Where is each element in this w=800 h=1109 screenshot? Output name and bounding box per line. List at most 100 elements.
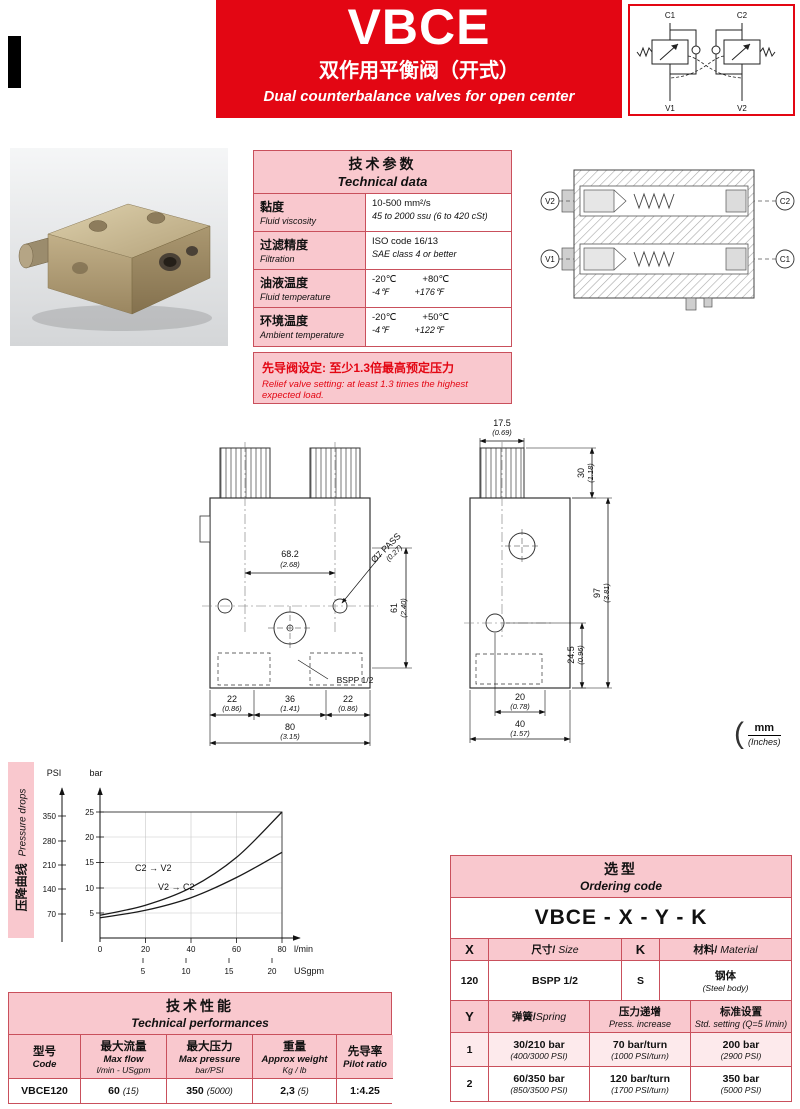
svg-text:10: 10 <box>85 884 94 893</box>
cell-spring2-press: 120 bar/turn (1700 PSI/turn) <box>590 1067 691 1101</box>
circuit-lines <box>636 23 776 101</box>
performances-title: 技术性能 Technical performances <box>8 992 392 1034</box>
ordering-title: 选型 Ordering code <box>451 856 791 898</box>
cell-k-s: S <box>622 961 660 1001</box>
cell-spring2-std: 350 bar (5000 PSI) <box>720 1073 762 1095</box>
svg-text:20: 20 <box>85 833 94 842</box>
circuit-port-c1: C1 <box>665 11 676 20</box>
header-size: 尺寸/ Size <box>489 939 622 961</box>
psi-axis-label: PSI <box>47 768 62 778</box>
value-line1: -20℃ +80℃ <box>372 274 505 285</box>
row-value: -20℃ +50℃ -4℉ +122℉ <box>366 308 511 346</box>
section-port-v2: V2 <box>545 197 555 206</box>
bar-axis-label: bar <box>89 768 102 778</box>
series-label-v2-c2: V2 → C2 <box>158 882 195 892</box>
performances-table: 型号 Code 最大流量 Max flow l/min - USgpm 最大压力… <box>8 1034 393 1104</box>
ordering-title-cn: 选型 <box>604 861 638 877</box>
dimensional-drawings-svg: 68.2 (2.68) Ø7 PASS (0.27) 61 <box>199 418 612 746</box>
temp-min-c: -20℃ <box>372 274 397 285</box>
lmin-axis-label: l/min <box>294 944 313 954</box>
label-en: Filtration <box>260 254 295 264</box>
cell-weight: 2,3 (5) <box>253 1079 337 1103</box>
temp-min-f: -4℉ <box>372 325 389 335</box>
ordering-code-panel: 选型 Ordering code VBCE - X - Y - K X 尺寸/ … <box>450 855 792 1102</box>
circuit-port-v2: V2 <box>737 104 747 113</box>
svg-text:60: 60 <box>232 945 241 954</box>
series-label-c2-v2: C2 → V2 <box>135 863 172 873</box>
units-bracket: ( <box>734 717 744 750</box>
side-ports <box>475 529 543 685</box>
header-spring: 弹簧/Spring <box>489 1001 590 1033</box>
table-row-filtration: 过滤精度 Filtration ISO code 16/13 SAE class… <box>254 232 511 270</box>
bores-and-ports <box>217 598 363 686</box>
hydraulic-circuit-diagram: C1 C2 V1 V2 <box>636 11 776 113</box>
technical-performances: 技术性能 Technical performances 型号 Code 最大流量… <box>8 992 393 1104</box>
pressure-drops-chart: PSI bar 350 280 210 140 70 25 20 15 10 5… <box>36 762 346 987</box>
circuit-port-c2: C2 <box>737 11 748 20</box>
subtitle-english: Dual counterbalance valves for open cent… <box>263 88 575 105</box>
svg-text:40: 40 <box>187 945 196 954</box>
pressure-drops-side-label: 压降曲线 Pressure drops <box>8 762 34 938</box>
units-mm: mm <box>748 722 781 736</box>
svg-text:68.2: 68.2 <box>281 549 299 559</box>
circuit-port-v1: V1 <box>665 104 675 113</box>
lmin-tick-labels: 0 20 40 60 80 l/min <box>98 944 313 954</box>
cartridge-bores <box>579 185 749 275</box>
section-port-v1: V1 <box>545 255 555 264</box>
page-title: VBCE <box>347 0 491 55</box>
row-label: 过滤精度 Filtration <box>254 232 366 269</box>
relief-valve-note: 先导阀设定: 至少1.3倍最高预定压力 Relief valve setting… <box>253 352 512 404</box>
bar-tick-labels: 25 20 15 10 5 <box>85 808 94 918</box>
svg-text:5: 5 <box>141 967 146 976</box>
svg-text:(3.81): (3.81) <box>602 583 611 603</box>
cell-spring2-y: 2 <box>451 1067 489 1101</box>
header-material: 材料/ Material <box>660 939 791 961</box>
svg-text:(1.57): (1.57) <box>510 729 530 738</box>
svg-text:22: 22 <box>227 694 237 704</box>
temp-max-f: +122℉ <box>414 325 444 335</box>
cell-code: VBCE120 <box>9 1079 81 1103</box>
ordering-title-en: Ordering code <box>579 879 662 893</box>
svg-text:24.5: 24.5 <box>566 646 576 664</box>
pressure-drops-en: Pressure drops <box>17 788 29 857</box>
col-header-max-flow: 最大流量 Max flow l/min - USgpm <box>81 1035 167 1079</box>
technical-data-table: 技术参数 Technical data 黏度 Fluid viscosity 1… <box>253 150 512 347</box>
cell-material-steel: 钢体 (Steel body) <box>660 961 791 1001</box>
label-cn: 油液温度 <box>260 276 309 290</box>
section-port-c1: C1 <box>780 255 791 264</box>
technical-data-title-cn: 技术参数 <box>348 156 417 172</box>
svg-text:(1.18): (1.18) <box>586 463 595 483</box>
header-std-setting: 标准设置 Std. setting (Q=5 l/min) <box>691 1001 791 1033</box>
svg-text:20: 20 <box>515 692 525 702</box>
col-header-code: 型号 Code <box>9 1035 81 1079</box>
pressure-drops-label-text: 压降曲线 Pressure drops <box>13 789 30 912</box>
value-line1: -20℃ +50℃ <box>372 312 505 323</box>
temp-max-c: +80℃ <box>422 274 450 285</box>
table-row-ambient-temperature: 环境温度 Ambient temperature -20℃ +50℃ -4℉ +… <box>254 308 511 346</box>
cell-x-120: 120 <box>451 961 489 1001</box>
header-press-increase: 压力递增 Press. increase <box>590 1001 691 1033</box>
units-stack: mm (Inches) <box>744 722 785 747</box>
label-cn: 黏度 <box>260 200 285 214</box>
value-line2: 45 to 2000 ssu (6 to 420 cSt) <box>372 211 488 221</box>
port-labels: V2 V1 C2 C1 <box>540 191 795 269</box>
front-view: 68.2 (2.68) Ø7 PASS (0.27) 61 <box>199 442 412 746</box>
col-header-pilot-ratio: 先导率 Pilot ratio <box>337 1035 393 1079</box>
dim-61: 61 (2.40) <box>372 547 412 669</box>
technical-data-header: 技术参数 Technical data <box>254 151 511 194</box>
table-row-viscosity: 黏度 Fluid viscosity 10-500 mm²/s 45 to 20… <box>254 194 511 232</box>
cell-size-bspp: BSPP 1/2 <box>489 961 622 1001</box>
temp-min-c: -20℃ <box>372 312 397 323</box>
svg-text:20: 20 <box>268 967 277 976</box>
performances-title-en: Technical performances <box>131 1016 269 1030</box>
svg-text:(1.41): (1.41) <box>280 704 300 713</box>
row-label: 环境温度 Ambient temperature <box>254 308 366 346</box>
side-view: 17.5 (0.69) 30 (1.18) <box>464 418 612 743</box>
row-label: 油液温度 Fluid temperature <box>254 270 366 307</box>
svg-text:(2.40): (2.40) <box>399 598 408 618</box>
value-line2: -4℉ +122℉ <box>372 325 505 336</box>
cell-spring1-press: 70 bar/turn (1000 PSI/turn) <box>590 1033 691 1067</box>
svg-text:80: 80 <box>278 945 287 954</box>
centerlines <box>202 442 378 633</box>
